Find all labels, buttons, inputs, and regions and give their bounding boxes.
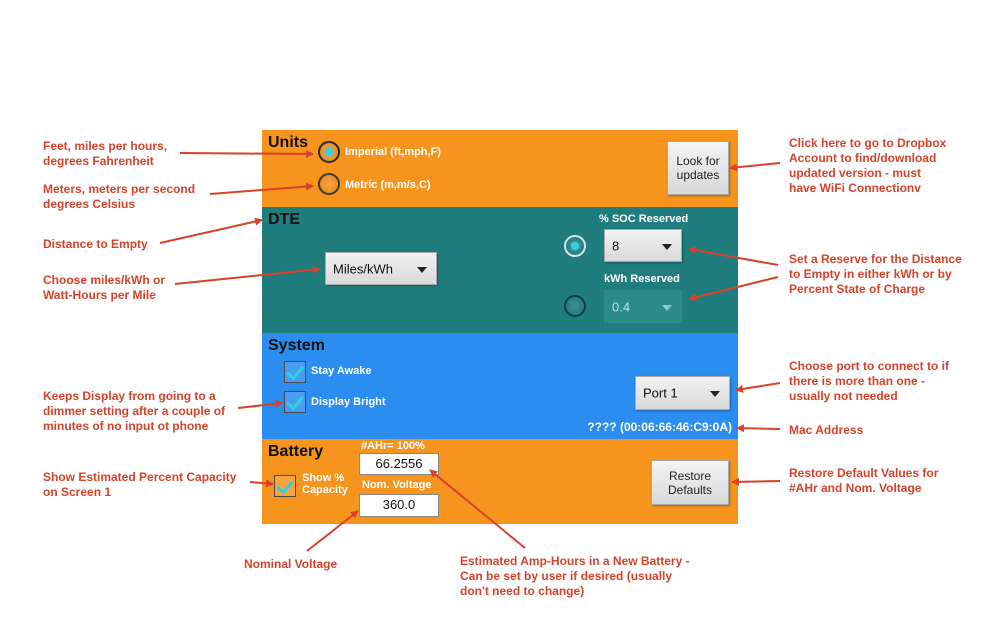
ahr-input[interactable]: 66.2556 [359, 453, 439, 475]
dte-section: DTE Miles/kWh % SOC Reserved 8 kWh Reser… [262, 207, 738, 333]
battery-title: Battery [268, 443, 324, 460]
port-dropdown[interactable]: Port 1 [635, 376, 730, 410]
stay-awake-label: Stay Awake [311, 365, 372, 377]
annotation-imperial: Feet, miles per hours, degrees Fahrenhei… [43, 139, 168, 168]
annotation-dte: Distance to Empty [43, 237, 148, 251]
annotation-metric: Meters, meters per second degrees Celsiu… [43, 182, 196, 211]
arrow-updates [729, 162, 781, 172]
chevron-down-icon [662, 243, 672, 250]
units-title: Units [268, 134, 308, 151]
distance-unit-value: Miles/kWh [333, 261, 393, 276]
units-section: Units Imperial (ft,mph,F) Metric (m,m/s,… [262, 130, 738, 207]
arrow-capacity [249, 479, 274, 488]
annotation-port: Choose port to connect to if there is mo… [789, 359, 949, 403]
chevron-down-icon [710, 391, 720, 397]
radio-selected-dot [571, 242, 579, 250]
arrow-dte [159, 217, 263, 244]
kwh-reserved-value: 0.4 [612, 299, 631, 314]
soc-reserved-dropdown[interactable]: 8 [604, 229, 682, 262]
metric-radio[interactable] [318, 173, 340, 195]
show-capacity-label: Show % Capacity [302, 472, 348, 496]
soc-reserved-label: % SOC Reserved [599, 213, 689, 225]
arrow-mac [736, 424, 781, 433]
arrow-metric [209, 182, 314, 195]
kwh-reserved-dropdown[interactable]: 0.4 [604, 290, 682, 323]
arrow-display [237, 399, 283, 409]
annotation-miles-kwh: Choose miles/kWh or Watt-Hours per Mile [43, 273, 166, 302]
arrow-port [735, 382, 781, 393]
annotation-display: Keeps Display from going to a dimmer set… [43, 389, 226, 433]
chevron-down-icon [417, 266, 427, 273]
distance-unit-dropdown[interactable]: Miles/kWh [325, 252, 437, 285]
display-bright-checkbox[interactable] [284, 391, 306, 413]
dte-title: DTE [268, 211, 300, 228]
show-capacity-checkbox[interactable] [274, 475, 296, 497]
chevron-down-icon [662, 304, 672, 311]
metric-label: Metric (m,m/s,C) [345, 179, 431, 191]
arrow-amphours [429, 469, 526, 549]
arrow-reserve-kwh [688, 276, 779, 302]
soc-reserved-value: 8 [612, 238, 620, 253]
system-section: System Stay Awake Display Bright Port 1 … [262, 333, 738, 439]
annotation-capacity: Show Estimated Percent Capacity on Scree… [43, 470, 237, 499]
restore-defaults-button[interactable]: Restore Defaults [651, 460, 729, 505]
annotation-mac: Mac Address [789, 423, 864, 437]
look-for-updates-button[interactable]: Look for updates [667, 141, 729, 195]
annotation-reserve: Set a Reserve for the Distance to Empty … [789, 252, 962, 296]
port-value: Port 1 [643, 385, 678, 401]
annotation-amphours: Estimated Amp-Hours in a New Battery - C… [460, 554, 690, 598]
soc-reserved-radio[interactable] [564, 235, 586, 257]
annotation-restore: Restore Default Values for #AHr and Nom.… [789, 466, 939, 495]
arrow-voltage [306, 510, 359, 552]
mac-address: ???? (00:06:66:46:C9:0A) [587, 420, 732, 434]
ahr-label: #AHr= 100% [361, 440, 425, 452]
stay-awake-checkbox[interactable] [284, 361, 306, 383]
nom-voltage-label: Nom. Voltage [362, 479, 432, 491]
display-bright-label: Display Bright [311, 396, 386, 408]
arrow-reserve-soc [688, 246, 779, 266]
battery-section: Battery Show % Capacity #AHr= 100% 66.25… [262, 439, 738, 524]
arrow-miles-kwh [174, 265, 321, 285]
kwh-reserved-label: kWh Reserved [604, 273, 680, 285]
nom-voltage-input[interactable]: 360.0 [359, 494, 439, 517]
annotation-updates: Click here to go to Dropbox Account to f… [789, 136, 947, 195]
arrow-imperial [179, 149, 314, 158]
radio-selected-dot [325, 148, 333, 156]
imperial-radio[interactable] [318, 141, 340, 163]
kwh-reserved-radio[interactable] [564, 295, 586, 317]
system-title: System [268, 337, 325, 354]
imperial-label: Imperial (ft,mph,F) [345, 146, 441, 158]
arrow-restore [731, 477, 781, 486]
annotation-voltage: Nominal Voltage [244, 557, 338, 571]
